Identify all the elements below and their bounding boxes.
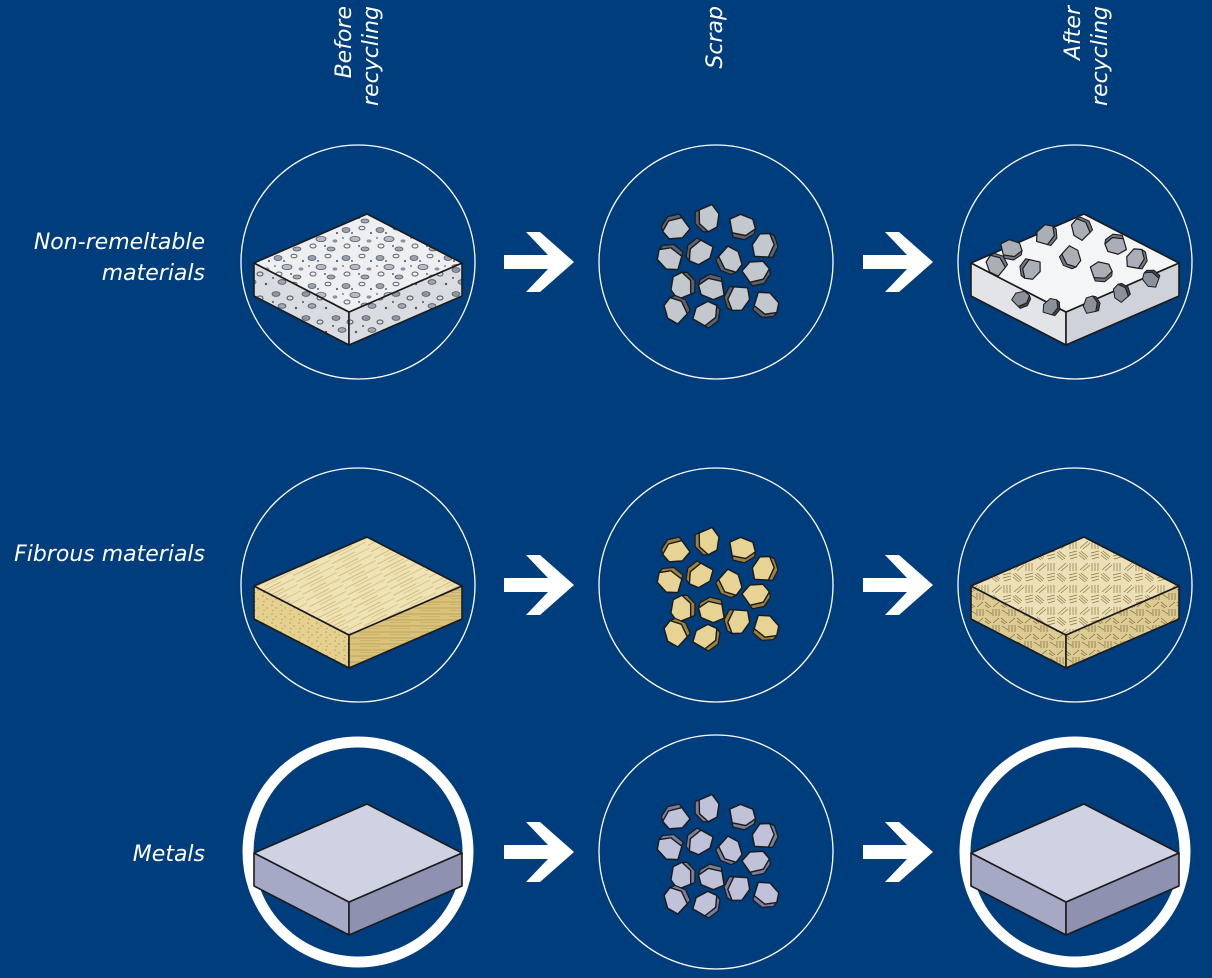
stone-scrap-pile-icon (656, 203, 780, 329)
fiber-scrap-pile-icon (656, 526, 780, 652)
metal-block-icon (253, 803, 463, 936)
column-label-3: recycling (1088, 6, 1113, 106)
after-circle (957, 144, 1193, 380)
stone-block-icon (253, 213, 463, 346)
before-circle (240, 144, 476, 380)
row-label-1: Non-remeltable (34, 230, 205, 255)
metal-block-icon (970, 803, 1180, 936)
right-arrow-icon (504, 555, 574, 615)
right-arrow-icon (863, 822, 933, 882)
metal-scrap-pile-icon (656, 793, 780, 919)
board-block-icon (970, 536, 1180, 669)
row-1 (240, 144, 1193, 380)
row-label-1: materials (102, 261, 205, 286)
row-label-3: Metals (133, 842, 205, 867)
column-label-1: Before (332, 6, 357, 78)
before-circle (242, 736, 474, 968)
column-label-2: Scrap (703, 6, 728, 69)
fiber-block-icon (253, 536, 463, 669)
right-arrow-icon (504, 822, 574, 882)
column-label-3: After (1061, 4, 1086, 62)
scrap-circle (598, 467, 834, 703)
row-label-2: Fibrous materials (14, 542, 205, 567)
scrap-circle (598, 734, 834, 970)
scrap-circle (598, 144, 834, 380)
column-label-1: recycling (359, 6, 384, 106)
row-2 (240, 467, 1193, 703)
before-circle (240, 467, 476, 703)
right-arrow-icon (863, 555, 933, 615)
right-arrow-icon (504, 232, 574, 292)
after-circle (959, 736, 1191, 968)
right-arrow-icon (863, 232, 933, 292)
row-3 (242, 734, 1191, 970)
after-circle (957, 467, 1193, 703)
glassy-block-icon (970, 213, 1180, 346)
